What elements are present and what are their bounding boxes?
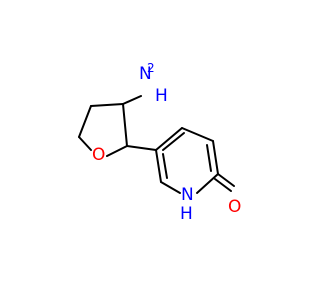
amine-nitrogen-label: N	[139, 64, 152, 84]
amine-hydrogen-count: 2	[147, 61, 155, 75]
ring-oxygen-label: O	[92, 145, 105, 165]
bond-c3-c4	[90, 103, 124, 107]
carbonyl-oxygen-label: O	[228, 197, 241, 217]
bond-carbonyl-2	[214, 178, 232, 192]
bond-p3-p4-inner	[206, 144, 212, 172]
structure-diagram: N H 2 O N H O	[78, 61, 241, 224]
bond-p1-p2	[155, 127, 183, 151]
pyridone-hydrogen-label: H	[180, 204, 193, 224]
bond-p2-p3	[181, 127, 214, 142]
bond-c3-nh2	[122, 95, 142, 105]
bond-o1-c2	[106, 145, 128, 157]
bond-n1-p6	[160, 181, 181, 194]
molecule-canvas: N H 2 O N H O	[78, 61, 241, 224]
bond-p1-p2-inner	[162, 132, 185, 151]
bond-carbonyl-1	[217, 173, 235, 187]
amine-hydrogen-label: H	[155, 86, 168, 106]
pyridone-nitrogen-label: N	[181, 185, 194, 205]
bond-c2-pyridone	[126, 145, 157, 151]
bond-c2-c3	[122, 103, 128, 147]
bond-p4-n1	[196, 173, 219, 194]
bond-c5-o1	[78, 136, 92, 151]
bond-p6-p1-inner	[162, 153, 168, 179]
bond-c4-c5	[78, 105, 92, 138]
bond-p3-p4	[212, 140, 219, 175]
bond-p6-p1	[155, 149, 162, 183]
